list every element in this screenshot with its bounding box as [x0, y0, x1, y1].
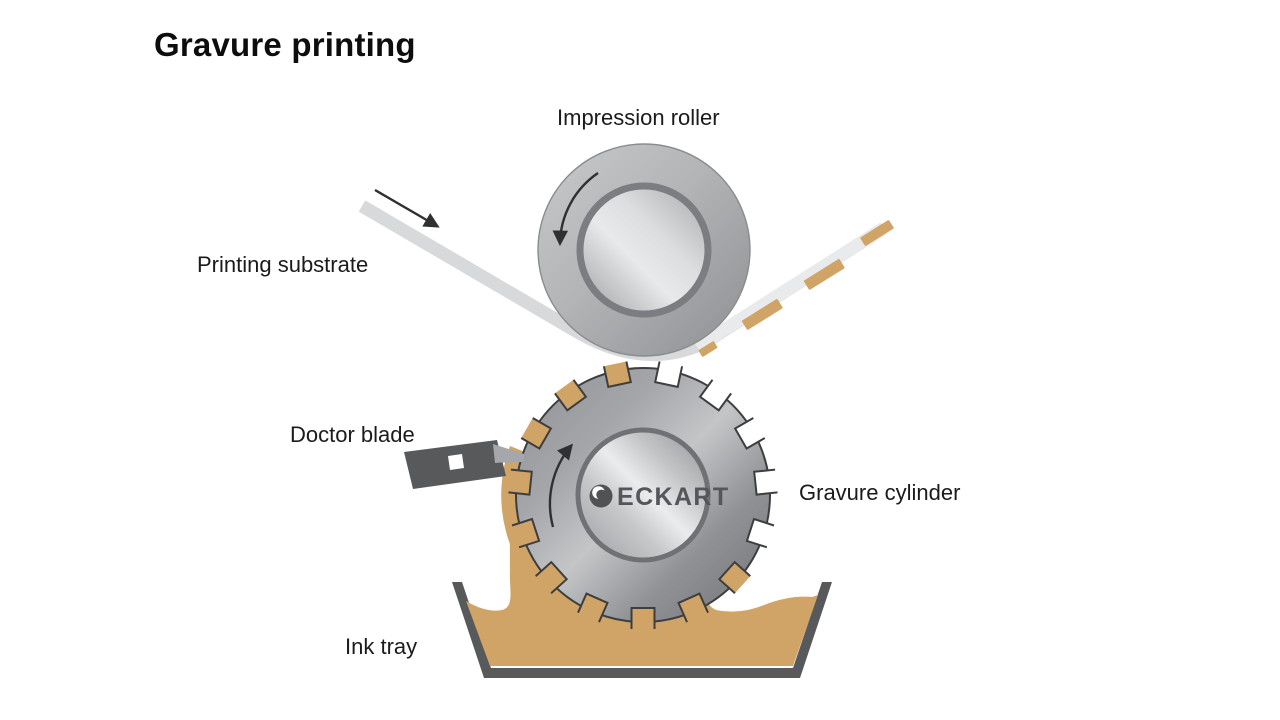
- substrate-direction-arrow: [374, 188, 440, 228]
- gravure-cell-empty: [745, 517, 775, 549]
- gravure-cell-empty: [698, 379, 732, 412]
- gravure-cell-inked: [577, 592, 609, 623]
- gravure-cylinder: ECKART: [508, 361, 778, 629]
- gravure-cell-inked: [535, 560, 569, 594]
- substrate-web-printed: [693, 222, 888, 353]
- printing-substrate-label: Printing substrate: [197, 252, 369, 277]
- impression-roller-rotation-arrow: [552, 172, 599, 247]
- gravure-cell-empty: [733, 417, 766, 450]
- eckart-logo: ECKART: [589, 483, 730, 511]
- gravure-cell-inked: [554, 379, 588, 412]
- impression-roller-label: Impression roller: [557, 105, 720, 130]
- ink-tray-label: Ink tray: [345, 634, 418, 659]
- gravure-cell-inked: [508, 468, 533, 496]
- gravure-cell-inked: [511, 517, 541, 549]
- doctor-blade-label: Doctor blade: [290, 422, 415, 447]
- gravure-cylinder-cells: [508, 361, 778, 629]
- ink-tray-frame: [452, 582, 832, 678]
- doctor-blade-steel-tip: [493, 444, 524, 463]
- gravure-cell-inked: [602, 361, 632, 389]
- gravure-cell-empty: [753, 468, 778, 496]
- eckart-logo-text: ECKART: [617, 483, 730, 511]
- doctor-blade: [404, 440, 524, 489]
- gravure-cell-inked: [520, 417, 553, 450]
- gravure-cylinder-rotation-arrow: [548, 443, 574, 528]
- gravure-cell-inked: [717, 560, 751, 594]
- printed-ink-dashes: [698, 220, 894, 357]
- doctor-blade-hole: [448, 454, 464, 470]
- gravure-cell-inked: [630, 607, 656, 629]
- page-title: Gravure printing: [154, 26, 416, 63]
- gravure-cell-empty: [654, 361, 684, 389]
- gravure-cell-inked: [677, 592, 709, 623]
- gravure-cylinder-label: Gravure cylinder: [799, 480, 961, 505]
- impression-roller: [537, 143, 751, 357]
